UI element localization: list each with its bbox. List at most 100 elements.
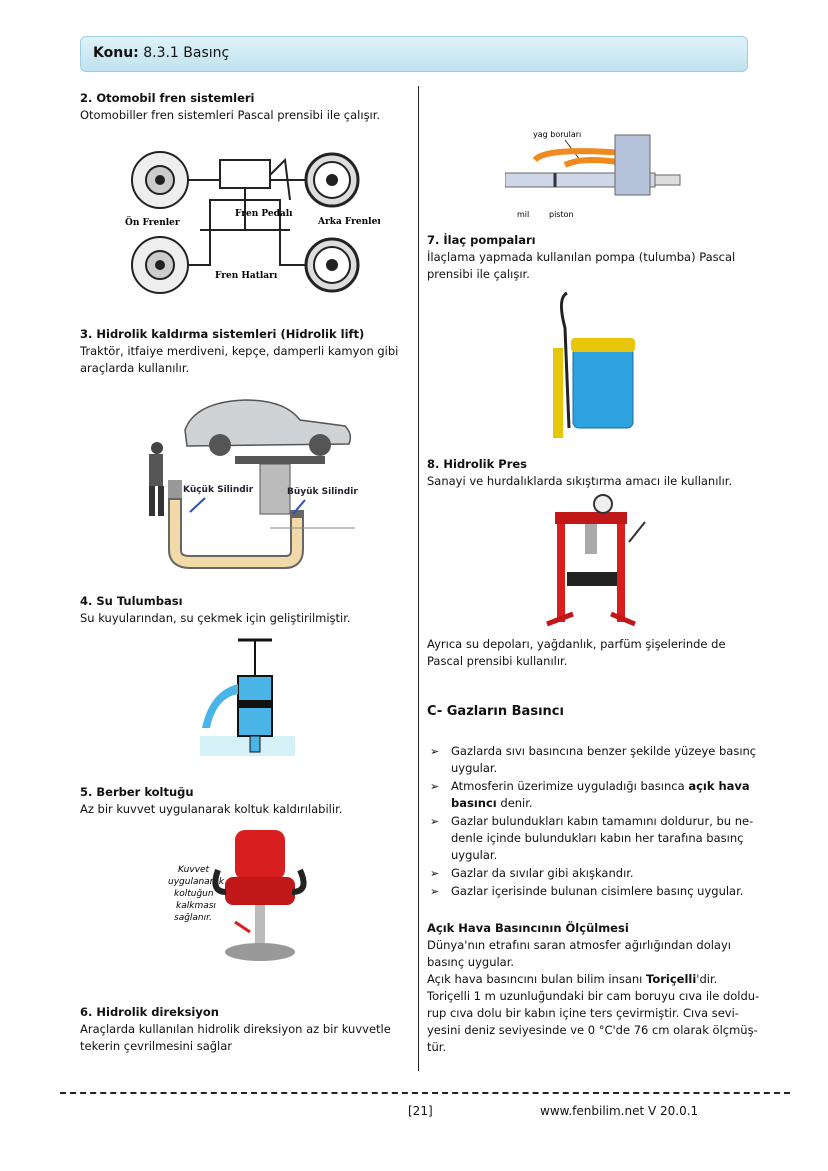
chair-label-2: uygulanarak [168, 877, 225, 887]
bullet-arrow-icon: ➢ [430, 815, 440, 828]
bullet-arrow-icon: ➢ [430, 780, 440, 793]
press-ram [585, 524, 597, 554]
measurement-line-3c: 'dir. [696, 972, 718, 986]
front-disc-bottom [131, 236, 189, 294]
measurement-line-2: basınç uygular. [427, 955, 515, 969]
measurement-line-7: tür. [427, 1040, 447, 1054]
water-pump-image [200, 638, 295, 756]
small-piston [168, 480, 182, 498]
section-6: 6. Hidrolik direksiyon Araçlarda kullanı… [80, 1004, 415, 1055]
chair-label-5: sağlanır. [174, 913, 212, 923]
pump-pipe [249, 735, 261, 753]
label-arrows [189, 497, 306, 515]
hydraulic-press-image [546, 494, 646, 627]
column-divider [418, 86, 419, 1071]
section-5: 5. Berber koltuğu Az bir kuvvet uygulana… [80, 784, 415, 818]
bullet-5-line-1: Gazlar içerisinde bulunan cisimlere bası… [451, 884, 744, 898]
press-lever [628, 521, 646, 543]
press-bed [567, 572, 617, 586]
section-3: 3. Hidrolik kaldırma sistemleri (Hidroli… [80, 326, 415, 377]
gas-bullets: ➢ Gazlarda sıvı basıncına benzer şekilde… [427, 743, 767, 901]
bullet-1-line-1: Gazlarda sıvı basıncına benzer şekilde y… [451, 744, 757, 758]
section-7-text-1: İlaçlama yapmada kullanılan pompa (tulum… [427, 250, 736, 264]
press-top-beam [555, 512, 627, 524]
bullet-2: ➢ Atmosferin üzerimize uyguladığı basınc… [427, 778, 767, 812]
bullet-2-bold-a: açık hava [688, 779, 750, 793]
sprayer-pump-handle [553, 348, 563, 438]
measurement-line-5: rup cıva dolu bir kabın içine ters çevir… [427, 1006, 739, 1020]
bullet-3-line-1: Gazlar bulundukları kabın tamamını doldu… [451, 814, 754, 828]
bullet-4: ➢ Gazlar da sıvılar gibi akışkandır. [427, 865, 767, 882]
measurement-title: Açık Hava Basıncının Ölçülmesi [427, 921, 629, 935]
section-7: 7. İlaç pompaları İlaçlama yapmada kulla… [427, 232, 767, 283]
fluid-tube [170, 500, 302, 567]
rear-drum-bottom [304, 237, 360, 293]
car-icon [184, 399, 352, 456]
sprayer-tank [572, 347, 634, 429]
bullet-4-line-1: Gazlar da sıvılar gibi akışkandır. [451, 866, 634, 880]
section-4: 4. Su Tulumbası Su kuyularından, su çekm… [80, 593, 415, 627]
section-8: 8. Hidrolik Pres Sanayi ve hurdalıklarda… [427, 456, 767, 490]
bullet-3: ➢ Gazlar bulundukları kabın tamamını dol… [427, 813, 767, 864]
pump-piston [239, 700, 271, 708]
section-7-title: 7. İlaç pompaları [427, 233, 536, 247]
brake-lines [188, 157, 306, 266]
chair-label-3: koltuğun [174, 889, 214, 899]
valve-housing [614, 134, 651, 196]
section-2-text: Otomobiller fren sistemleri Pascal prens… [80, 108, 381, 122]
topic-value: 8.3.1 Basınç [143, 45, 230, 61]
extra-note-1: Ayrıca su depoları, yağdanlık, parfüm şi… [427, 637, 726, 651]
big-piston [259, 463, 291, 515]
scientist-name: Toriçelli [646, 972, 697, 986]
section-6-text-1: Araçlarda kullanılan hidrolik direksiyon… [80, 1022, 391, 1036]
water-flow [202, 684, 238, 728]
chair-icon [212, 830, 307, 961]
extra-note-2: Pascal prensibi kullanılır. [427, 654, 568, 668]
section-3-text-1: Traktör, itfaiye merdiveni, kepçe, dampe… [80, 344, 399, 358]
big-cylinder-label: Büyük Silindir [287, 487, 358, 497]
bullet-1: ➢ Gazlarda sıvı basıncına benzer şekilde… [427, 743, 767, 777]
chair-label-4: kalkması [176, 901, 216, 911]
section-3-text-2: araçlarda kullanılır. [80, 361, 190, 375]
extra-note: Ayrıca su depoları, yağdanlık, parfüm şi… [427, 636, 767, 670]
bullet-arrow-icon: ➢ [430, 745, 440, 758]
topic-label: Konu: [93, 45, 139, 61]
brake-lines-label: Fren Hatları [215, 271, 278, 281]
small-cylinder-label: Küçük Silindir [183, 485, 254, 495]
section-7-text-2: prensibi ile çalışır. [427, 267, 530, 281]
section-3-title: 3. Hidrolik kaldırma sistemleri (Hidroli… [80, 327, 365, 341]
section-8-title: 8. Hidrolik Pres [427, 457, 528, 471]
topic-bar: Konu: 8.3.1 Basınç [80, 36, 748, 72]
section-6-text-2: tekerin çevrilmesini sağlar [80, 1039, 233, 1053]
section-2-title: 2. Otomobil fren sistemleri [80, 91, 255, 105]
bullet-3-line-3: uygular. [451, 848, 498, 862]
section-4-text: Su kuyularından, su çekmek için geliştir… [80, 611, 351, 625]
pressure-gauge-icon [593, 494, 613, 514]
oil-pipes-label: yag boruları [533, 130, 581, 139]
section-6-title: 6. Hidrolik direksiyon [80, 1005, 219, 1019]
section-c-title: C- Gazların Basıncı [427, 704, 564, 719]
piston-label: piston [549, 210, 574, 219]
page-number: [21] [408, 1104, 433, 1118]
bullet-2-bold-b: basıncı [451, 796, 497, 810]
lift-platform [235, 456, 325, 464]
measurement-line-3a: Açık hava basıncını bulan bilim insanı [427, 972, 646, 986]
measurement-line-4: Toriçelli 1 m uzunluğundaki bir cam boru… [427, 989, 760, 1003]
person-icon [149, 442, 164, 516]
chair-label-1: Kuvvet [178, 865, 210, 875]
front-disc-top [131, 151, 189, 209]
rear-brakes-label: Arka Frenler [317, 217, 380, 227]
bullet-2-text-a: Atmosferin üzerimize uyguladığı basınca [451, 779, 689, 793]
bullet-3-line-2: denle içinde bulundukları kabın her tara… [451, 831, 744, 845]
bullet-arrow-icon: ➢ [430, 867, 440, 880]
bullet-arrow-icon: ➢ [430, 885, 440, 898]
bullet-2-text-b: denir. [496, 796, 533, 810]
section-5-text: Az bir kuvvet uygulanarak koltuk kaldırı… [80, 802, 343, 816]
bullet-5: ➢ Gazlar içerisinde bulunan cisimlere ba… [427, 883, 767, 900]
brake-system-image: Ön Frenler Fren Pedalı Arka Frenler Fren… [125, 151, 380, 294]
rod-label: mil [517, 210, 529, 219]
sprayer-lance [560, 291, 571, 429]
press-feet [546, 611, 636, 627]
site-version: www.fenbilim.net V 20.0.1 [540, 1104, 699, 1118]
power-steering-image: yag boruları mil piston [505, 130, 681, 219]
